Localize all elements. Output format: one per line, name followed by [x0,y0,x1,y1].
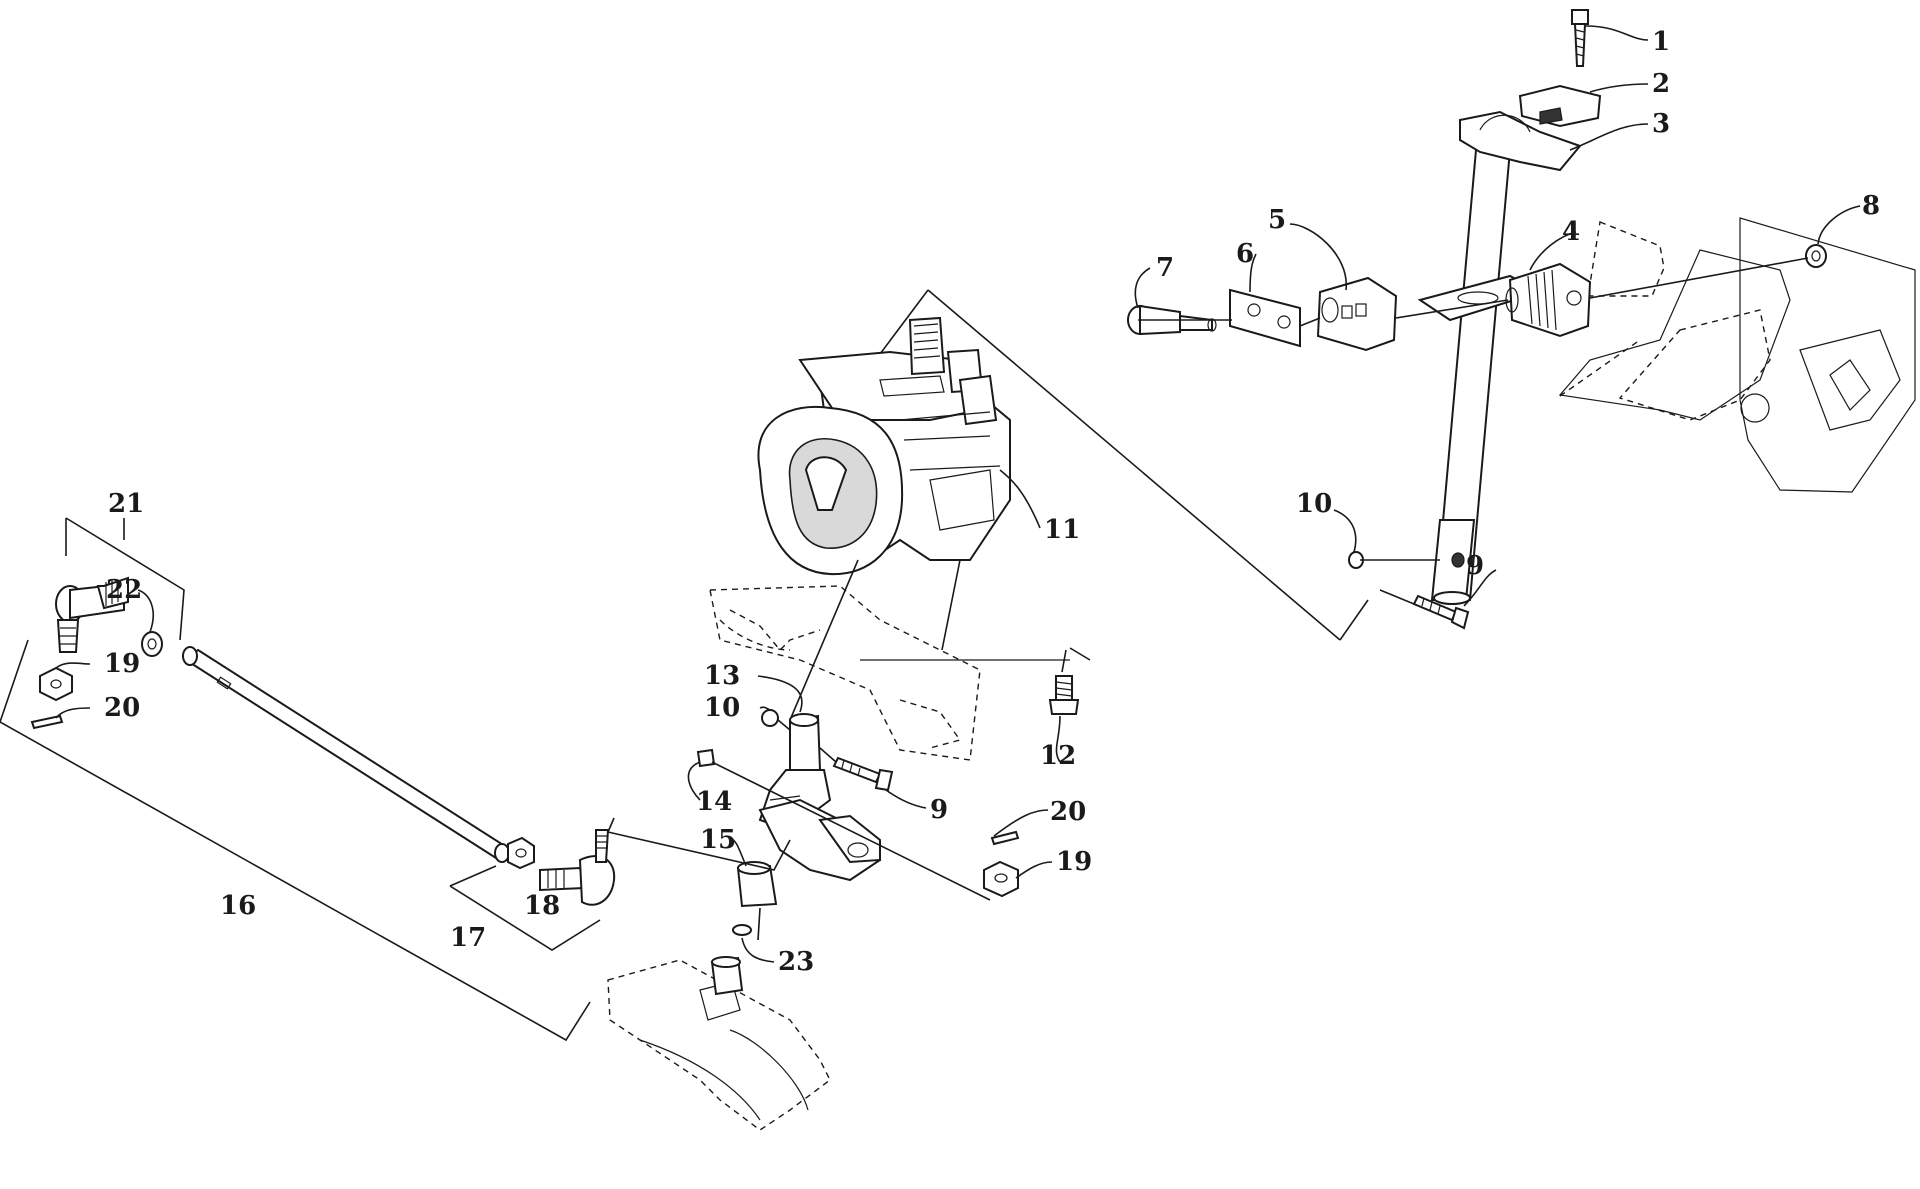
callout-4: 4 [1562,217,1580,247]
tie-rod-end-left [55,576,129,653]
upper-clamp-cap [1518,84,1602,128]
callout-9-arm: 9 [930,795,948,825]
steering-column-bolt [1571,9,1589,67]
callout-21: 21 [108,489,144,519]
callout-13: 13 [704,661,740,691]
bracket-bolt [1048,649,1080,715]
callout-10-column: 10 [1296,489,1332,519]
grease-fitting [696,748,991,901]
jam-nut-left [141,631,163,657]
steering-arm [758,713,882,882]
callout-7: 7 [1156,253,1174,283]
bracket-16 [0,639,591,1042]
steering-column-shaft [1417,149,1543,605]
callout-17: 17 [450,923,486,953]
tie-rod-end-right [539,829,616,906]
bracket-21 [65,517,185,641]
arm-washer [732,924,752,936]
callout-16: 16 [220,891,256,921]
callout-2: 2 [1652,69,1670,99]
axis-line-steering [789,559,859,721]
lower-frame-bracket [607,956,831,1131]
callout-8: 8 [1862,191,1880,221]
callout-5: 5 [1268,205,1286,235]
cotter-pin-right [990,830,1020,846]
column-pinch-bolt [1412,594,1470,630]
column-bushing-right [1505,262,1592,338]
axis-line-mount [941,559,961,651]
steering-column-assembly [1127,9,1916,630]
callout-labels: 1 2 3 4 5 6 7 8 9 10 11 12 13 10 9 14 15… [104,27,1880,977]
callout-18: 18 [524,891,560,921]
callout-19-left: 19 [104,649,140,679]
cotter-pin-left [30,714,64,730]
callout-3: 3 [1652,109,1670,139]
callout-20-left: 20 [104,693,140,723]
leader-lines [55,25,1861,963]
bracket-line-12 [1069,647,1091,661]
frame-bracket-upper [1558,217,1916,493]
callout-10-arm: 10 [704,693,740,723]
callout-19-right: 19 [1056,847,1092,877]
tie-rod-assembly [0,517,791,1042]
upper-bracket [1459,110,1582,172]
castle-nut-right [983,860,1019,898]
frame-bracket-center [709,585,1070,761]
callout-15: 15 [700,825,736,855]
callout-14: 14 [696,787,732,817]
column-bushing-left [1316,276,1398,352]
jam-nut-right [507,836,535,870]
callout-20-right: 20 [1050,797,1086,827]
arm-pinch-nut [761,709,791,731]
bracket-17 [449,865,601,951]
castle-nut-left [39,666,73,702]
callout-12: 12 [1040,741,1076,771]
callout-9-column: 9 [1466,551,1484,581]
callout-11: 11 [1044,515,1080,545]
arm-pinch-bolt [819,747,894,792]
bracket-arm-link [607,817,791,871]
bushing-plate [1229,288,1301,348]
mount-nut [1805,244,1827,268]
callout-22: 22 [106,575,142,605]
callout-1: 1 [1652,27,1670,57]
power-steering-unit [757,316,1041,576]
callout-6: 6 [1236,239,1254,269]
callout-23: 23 [778,947,814,977]
